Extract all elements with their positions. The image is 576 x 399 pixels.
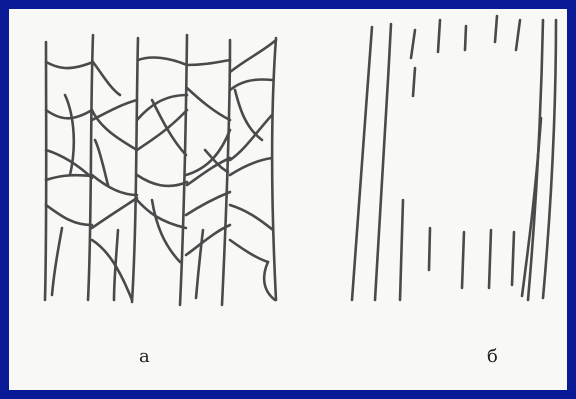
panel-b-fiber xyxy=(489,230,491,288)
panel-a-boundary xyxy=(187,60,230,65)
panel-a-boundary xyxy=(46,175,92,180)
panel-a-boundary xyxy=(230,240,268,262)
panel-a-boundary xyxy=(230,205,273,230)
panel-b-drawing xyxy=(352,16,556,300)
panel-b-fiber xyxy=(413,68,415,96)
panel-a-boundary xyxy=(196,230,203,298)
panel-a-boundary xyxy=(137,200,186,228)
panel-b-fiber xyxy=(543,20,556,298)
panel-a-boundary xyxy=(92,240,132,300)
panel-b-fiber xyxy=(528,20,543,300)
panel-b-fiber xyxy=(375,24,391,300)
panel-b-fiber xyxy=(512,232,514,285)
panel-a-fiber xyxy=(180,35,187,305)
panel-b-fiber xyxy=(465,26,466,50)
panel-a-boundary xyxy=(52,228,62,295)
panel-b-fiber xyxy=(516,20,520,50)
panel-a-boundary xyxy=(92,175,137,195)
panel-a-boundary xyxy=(46,205,92,225)
panel-b-fiber xyxy=(495,16,497,42)
panel-a-boundary xyxy=(93,62,120,95)
panel-a-boundary xyxy=(114,230,118,300)
panel-a-fiber xyxy=(88,35,93,300)
panel-a-boundary xyxy=(46,110,92,118)
panel-a-boundary xyxy=(187,88,230,120)
panel-a-boundary xyxy=(137,110,187,150)
panel-a-fiber xyxy=(132,38,138,302)
panel-a-boundary xyxy=(230,115,272,160)
panel-b-fiber xyxy=(352,27,372,300)
figure-frame xyxy=(9,9,567,390)
panel-a-boundary xyxy=(137,175,187,186)
panel-a-boundary xyxy=(152,200,180,262)
panel-b-label: б xyxy=(487,348,498,366)
panel-a-boundary xyxy=(230,40,276,72)
panel-a-label: а xyxy=(139,348,150,366)
figure-drawing xyxy=(9,9,567,390)
panel-a-boundary xyxy=(186,192,230,215)
panel-b-fiber xyxy=(462,232,464,288)
panel-b-fiber xyxy=(438,20,440,52)
panel-a-drawing xyxy=(45,35,276,305)
panel-b-fiber xyxy=(400,200,403,300)
panel-a-boundary xyxy=(92,100,137,120)
panel-a-fiber xyxy=(45,42,46,300)
panel-a-boundary xyxy=(92,198,137,228)
panel-b-fiber xyxy=(411,30,415,58)
panel-b-fiber xyxy=(429,228,430,270)
panel-a-boundary xyxy=(138,58,187,65)
panel-a-fiber xyxy=(272,38,276,300)
panel-a-boundary xyxy=(230,158,272,175)
panel-a-boundary xyxy=(46,62,93,68)
panel-a-boundary xyxy=(230,79,272,90)
